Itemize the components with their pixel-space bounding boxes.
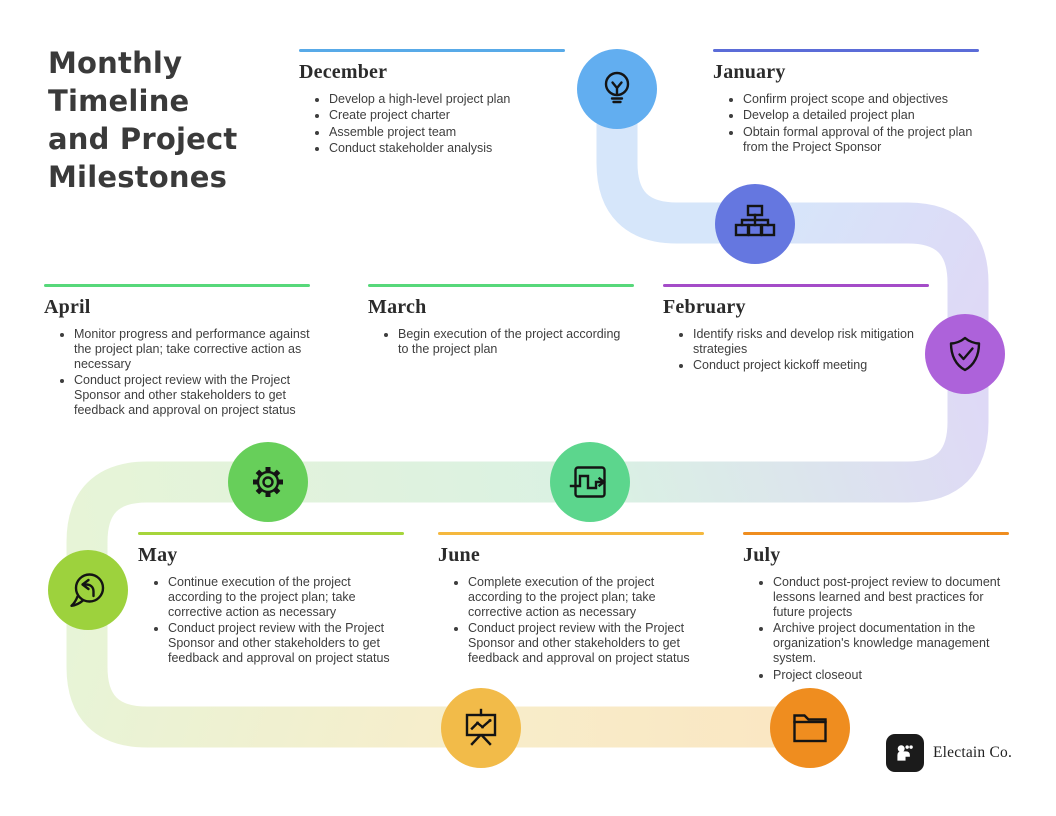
month-underline — [743, 532, 1009, 535]
bullet-item: Project closeout — [773, 668, 1009, 683]
milestone-node-may — [48, 550, 128, 630]
sitemap-icon — [734, 204, 776, 237]
month-heading: February — [663, 295, 746, 318]
folder-icon — [793, 714, 827, 743]
presentation-chart-icon — [465, 708, 497, 746]
month-underline — [138, 532, 404, 535]
month-underline — [438, 532, 704, 535]
month-underline — [663, 284, 929, 287]
bullet-item: Confirm project scope and objectives — [743, 92, 979, 107]
lightbulb-icon — [604, 71, 630, 104]
bullet-item: Archive project documentation in the org… — [773, 621, 1009, 666]
milestone-node-june — [441, 688, 521, 768]
month-underline — [299, 49, 565, 52]
month-heading: December — [299, 60, 388, 83]
month-heading: July — [743, 543, 781, 566]
brand-logo — [886, 734, 924, 772]
page-title-line: and Project — [48, 122, 238, 156]
bullet-item: Develop a detailed project plan — [743, 108, 979, 123]
month-bullet-list: Develop a high-level project planCreate … — [299, 92, 565, 157]
bullet-item: Develop a high-level project plan — [329, 92, 565, 107]
month-bullet-list: Monitor progress and performance against… — [44, 327, 310, 419]
month-heading: June — [438, 543, 480, 566]
month-heading: April — [44, 295, 91, 318]
bullet-item: Begin execution of the project according… — [398, 327, 634, 357]
page-title: Monthly Timeline and Project Milestones — [48, 44, 237, 196]
month-bullet-list: Conduct post-project review to document … — [743, 575, 1009, 683]
month-heading: March — [368, 295, 427, 318]
bullet-item: Monitor progress and performance against… — [74, 327, 310, 372]
brand-footer: Electain Co. — [886, 734, 1012, 772]
brand-name: Electain Co. — [933, 744, 1013, 761]
bullet-item: Conduct post-project review to document … — [773, 575, 1009, 620]
month-heading: January — [713, 60, 786, 83]
chat-reply-icon — [70, 573, 105, 607]
bullet-item: Conduct stakeholder analysis — [329, 141, 565, 156]
brand-logo-icon — [897, 745, 913, 761]
month-underline — [713, 49, 979, 52]
milestone-node-february — [925, 314, 1005, 394]
month-bullet-list: Confirm project scope and objectivesDeve… — [713, 92, 979, 155]
bullet-item: Continue execution of the project accord… — [168, 575, 404, 620]
month-section-december: December Develop a high-level project pl… — [299, 49, 565, 158]
month-heading: May — [138, 543, 178, 566]
month-section-july: July Conduct post-project review to docu… — [743, 532, 1009, 684]
bullet-item: Create project charter — [329, 108, 565, 123]
bullet-item: Assemble project team — [329, 125, 565, 140]
page-title-line: Timeline — [48, 84, 190, 118]
bullet-item: Obtain formal approval of the project pl… — [743, 125, 979, 155]
page-title-line: Monthly — [48, 46, 183, 80]
gear-icon — [253, 467, 283, 497]
month-bullet-list: Continue execution of the project accord… — [138, 575, 404, 667]
bullet-item: Conduct project kickoff meeting — [693, 358, 929, 373]
month-section-march: March Begin execution of the project acc… — [368, 284, 634, 358]
milestone-node-march — [550, 442, 630, 522]
milestone-node-april — [228, 442, 308, 522]
milestone-node-january — [715, 184, 795, 264]
month-bullet-list: Complete execution of the project accord… — [438, 575, 704, 667]
bullet-item: Conduct project review with the Project … — [74, 373, 310, 418]
milestone-node-july — [770, 688, 850, 768]
shield-check-icon — [949, 336, 981, 372]
bullet-item: Conduct project review with the Project … — [168, 621, 404, 666]
month-section-january: January Confirm project scope and object… — [713, 49, 979, 156]
month-underline — [368, 284, 634, 287]
bullet-item: Conduct project review with the Project … — [468, 621, 704, 666]
month-bullet-list: Begin execution of the project according… — [368, 327, 634, 357]
month-bullet-list: Identify risks and develop risk mitigati… — [663, 327, 929, 374]
month-section-april: April Monitor progress and performance a… — [44, 284, 310, 420]
month-underline — [44, 284, 310, 287]
month-section-june: June Complete execution of the project a… — [438, 532, 704, 668]
milestone-node-december — [577, 49, 657, 129]
page-title-line: Milestones — [48, 160, 228, 194]
month-section-february: February Identify risks and develop risk… — [663, 284, 929, 375]
month-section-may: May Continue execution of the project ac… — [138, 532, 404, 668]
bullet-item: Complete execution of the project accord… — [468, 575, 704, 620]
workflow-icon — [569, 466, 606, 498]
bullet-item: Identify risks and develop risk mitigati… — [693, 327, 929, 357]
